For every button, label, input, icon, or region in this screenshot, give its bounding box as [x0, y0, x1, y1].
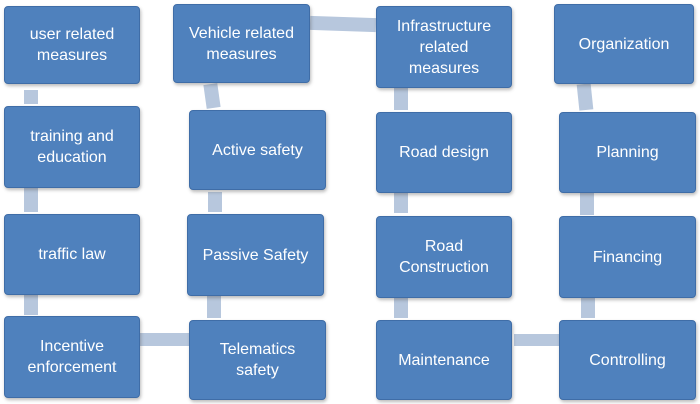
box-label: Active safety	[212, 141, 303, 159]
box-road-design: Road design	[376, 112, 512, 193]
connector-vehicle-1	[203, 83, 221, 109]
box-label: Passive Safety	[202, 246, 309, 264]
box-label: traffic law	[38, 246, 106, 263]
connector-infrastructure-2	[394, 193, 408, 213]
box-label: Maintenance	[398, 351, 490, 369]
connector-organization-3	[581, 298, 595, 318]
box-planning: Planning	[559, 112, 696, 193]
connector-infrastructure-to-organization	[514, 334, 560, 346]
box-label: Planning	[596, 144, 659, 161]
box-organization: Organization	[554, 4, 694, 84]
box-traffic-law: traffic law	[4, 214, 140, 295]
connector-vehicle-3	[207, 296, 221, 318]
box-passive-safety: Passive Safety	[187, 214, 324, 296]
box-label: Controlling	[589, 351, 666, 369]
connector-vehicle-to-infrastructure	[309, 15, 377, 33]
box-controlling: Controlling	[559, 320, 696, 400]
connector-infrastructure-1	[394, 88, 408, 110]
connector-user-1	[24, 90, 38, 104]
connector-infrastructure-3	[394, 298, 408, 318]
connector-organization-2	[580, 193, 594, 215]
connector-vehicle-2	[208, 192, 222, 212]
connector-user-3	[24, 295, 38, 315]
box-financing: Financing	[559, 216, 696, 298]
box-maintenance: Maintenance	[376, 320, 512, 400]
box-label: Organization	[578, 35, 670, 53]
connector-user-to-vehicle	[140, 333, 190, 346]
box-label: Road design	[399, 144, 489, 161]
box-label: Financing	[592, 248, 663, 266]
connector-user-2	[24, 188, 38, 212]
connector-organization-1	[576, 83, 594, 111]
box-active-safety: Active safety	[189, 110, 326, 190]
